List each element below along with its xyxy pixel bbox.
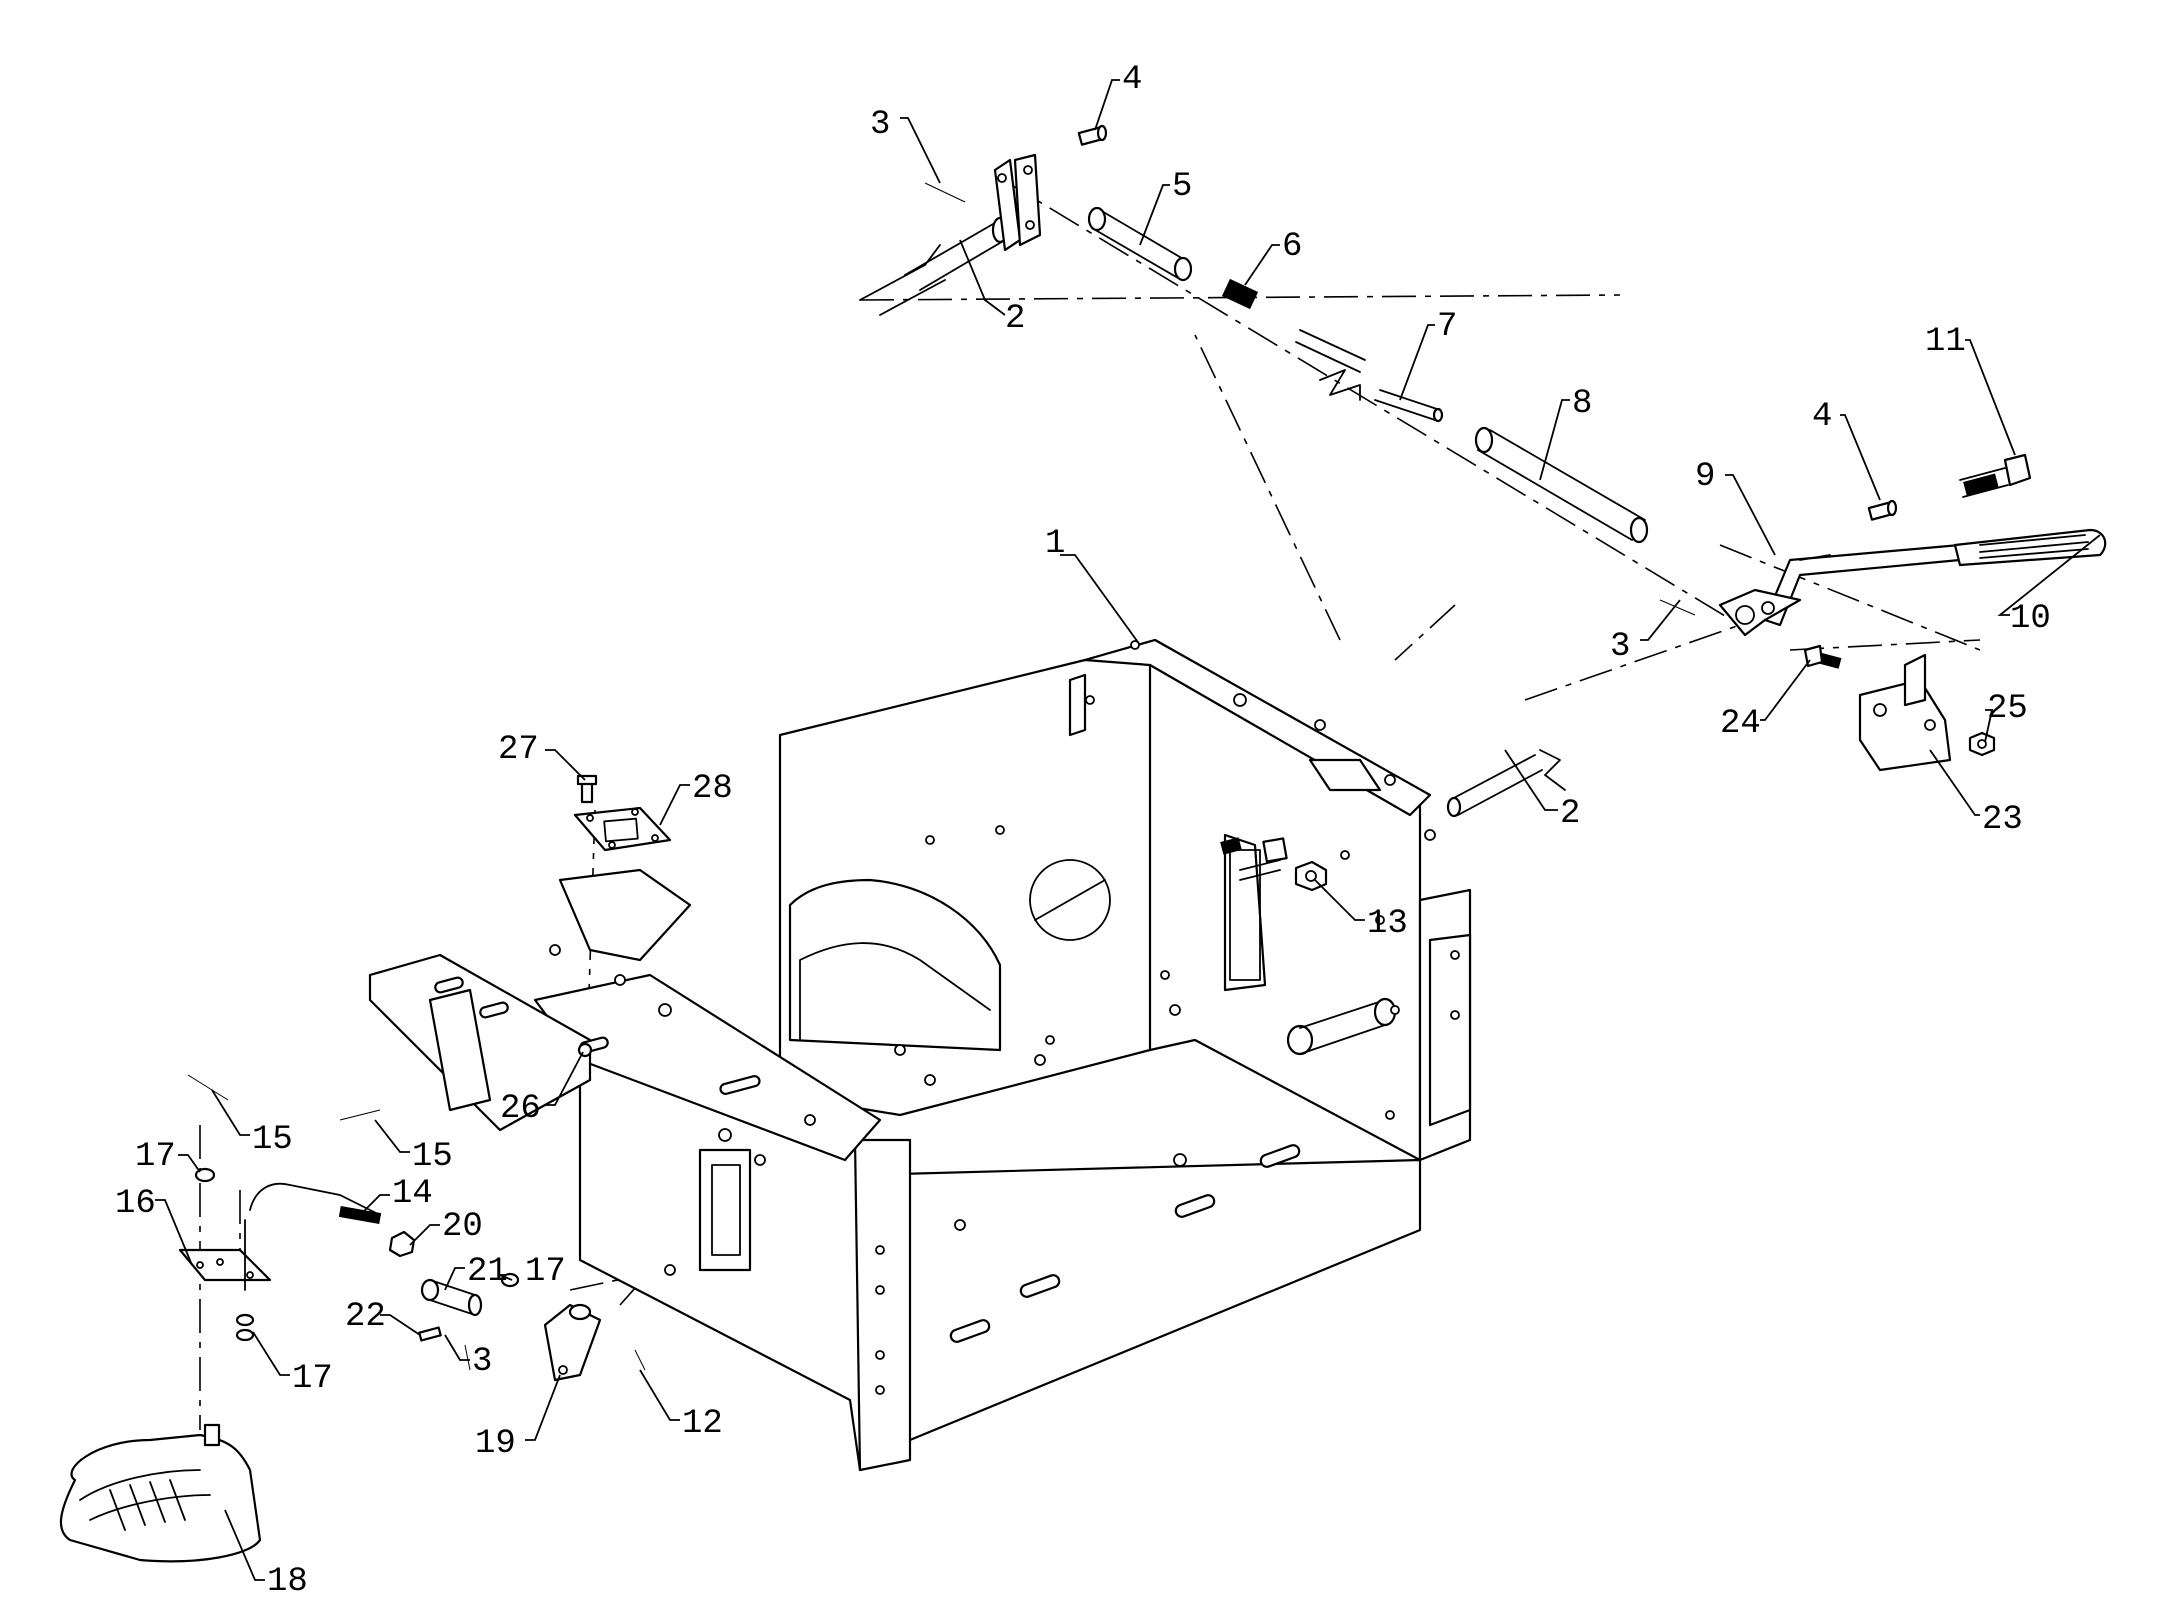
- callout-6: 6: [1282, 228, 1302, 266]
- tube-8: [1474, 426, 1649, 544]
- callout-17-upper: 17: [135, 1138, 176, 1176]
- leader-lines: [155, 79, 2101, 1581]
- callout-4-pin-lever: 4: [1812, 398, 1832, 436]
- callout-3-cotter-upper: 3: [870, 106, 890, 144]
- callout-4-pin-upper: 4: [1122, 61, 1142, 99]
- pin-12: [634, 1349, 646, 1371]
- bolt-27: [576, 774, 598, 804]
- callout-22: 22: [345, 1298, 386, 1336]
- rod-upper-middle: [1295, 329, 1366, 401]
- callout-3-cotter-lever: 3: [1610, 628, 1630, 666]
- lever-19: [543, 1303, 602, 1382]
- bracket-23: [1858, 653, 1952, 772]
- callout-15-upper: 15: [252, 1121, 293, 1159]
- callout-8: 8: [1572, 385, 1592, 423]
- callout-13: 13: [1367, 905, 1408, 943]
- callout-25: 25: [1987, 690, 2028, 728]
- washer-17a: [194, 1167, 216, 1183]
- spring-6: [1221, 278, 1259, 310]
- callout-1: 1: [1045, 525, 1065, 563]
- callout-5: 5: [1172, 168, 1192, 206]
- lever-9: [1718, 543, 1962, 637]
- callout-7: 7: [1437, 308, 1457, 346]
- pin-4b: [1867, 499, 1898, 521]
- main-frame: [368, 638, 1472, 1472]
- shaft-2-left: [859, 216, 1009, 316]
- callout-18: 18: [267, 1563, 308, 1601]
- pin-4a: [1077, 124, 1108, 146]
- callout-23: 23: [1982, 801, 2023, 839]
- cotter-pin-3c: [464, 1344, 471, 1371]
- callout-2-shaft-right: 2: [1560, 795, 1580, 833]
- callout-15-lower: 15: [412, 1138, 453, 1176]
- callout-11: 11: [1925, 323, 1966, 361]
- callout-28: 28: [692, 770, 733, 808]
- callout-14: 14: [392, 1175, 433, 1213]
- callout-2-shaft-left: 2: [1005, 300, 1025, 338]
- link-21: [420, 1278, 483, 1317]
- washer-17b: [235, 1313, 255, 1342]
- pedal-18: [59, 1423, 262, 1563]
- callout-17-right: 17: [525, 1253, 566, 1291]
- callout-12: 12: [682, 1405, 723, 1443]
- rod-7: [1374, 389, 1444, 423]
- nut-26: [577, 1042, 593, 1058]
- pin-15a: [187, 1074, 229, 1101]
- pin-15b: [339, 1109, 381, 1121]
- link-16: [178, 1248, 272, 1282]
- spring-bracket: [1220, 837, 1288, 881]
- bolt-11: [1959, 453, 2032, 498]
- cotter-pin-3a: [924, 182, 966, 203]
- bolt-24: [1803, 644, 1842, 669]
- callout-16: 16: [115, 1185, 156, 1223]
- bracket-upper-left: [993, 153, 1042, 252]
- callout-20: 20: [442, 1208, 483, 1246]
- callout-labels: 1 2 2 3 3 3 4 4 5 6 7 8 9 10 11 12 13 14…: [115, 61, 2051, 1601]
- shaft-2-right: [1446, 749, 1566, 818]
- nut-20: [388, 1230, 416, 1258]
- callout-17-lower: 17: [292, 1360, 333, 1398]
- callout-9: 9: [1695, 458, 1715, 496]
- callout-3-cotter-lower: 3: [472, 1343, 492, 1381]
- callout-26: 26: [500, 1090, 541, 1128]
- callout-10: 10: [2010, 600, 2051, 638]
- cotter-pin-3b: [1659, 599, 1696, 616]
- handle-grip-10: [1953, 528, 2107, 567]
- callout-19: 19: [475, 1425, 516, 1463]
- plate-28: [573, 806, 672, 852]
- bolt-22: [418, 1326, 442, 1342]
- tube-5: [1087, 206, 1193, 282]
- callout-24: 24: [1720, 705, 1761, 743]
- callout-21: 21: [467, 1253, 508, 1291]
- nut-25: [1968, 731, 1996, 757]
- callout-27: 27: [498, 731, 539, 769]
